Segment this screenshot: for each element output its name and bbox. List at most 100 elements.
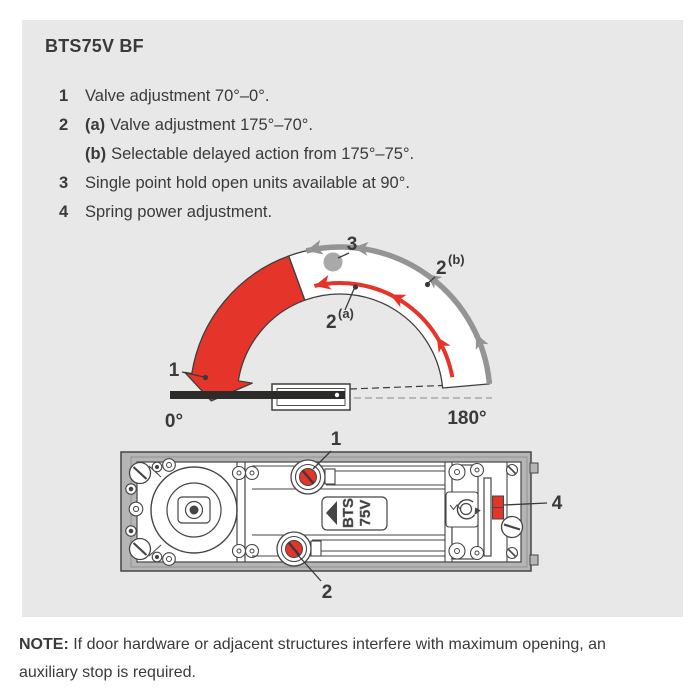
plate-text-size: 75V: [357, 500, 374, 527]
floor-spring-drawing: BTS 75V: [120, 429, 563, 603]
adjustment-list: 1 Valve adjustment 70°–0°. 2 (a)Valve ad…: [59, 82, 414, 227]
item-prefix: (a): [85, 116, 106, 134]
leader-2a: [344, 288, 355, 311]
screw-dot: [474, 467, 480, 473]
content-panel: BTS75V BF 1 Valve adjustment 70°–0°. 2 (…: [22, 20, 683, 617]
item-text: Spring power adjustment.: [85, 203, 273, 221]
nameplate: BTS 75V: [321, 496, 388, 531]
gray-arrowhead: [475, 333, 489, 351]
list-item: 1 Valve adjustment 70°–0°.: [59, 82, 414, 111]
screw-small: [469, 462, 485, 478]
screw-dot: [154, 464, 160, 470]
screw-slot: [503, 523, 521, 531]
list-item: (b)Selectable delayed action from 175°–7…: [59, 140, 414, 169]
hold-open-dot: [323, 252, 343, 272]
screw-dot: [166, 462, 172, 468]
center-divider: [231, 462, 260, 562]
screw-dot: [128, 486, 134, 492]
dorma-logo-icon: [326, 501, 337, 525]
valve-adjustment-arc: [313, 274, 455, 378]
arc-callout-3: 3: [347, 234, 358, 255]
list-item: 3 Single point hold open units available…: [59, 169, 414, 198]
arc-callout-2a-sup: (a): [338, 306, 354, 321]
gray-arrowhead: [426, 274, 443, 289]
mech-callout-4: 4: [552, 493, 563, 514]
item-text: Single point hold open units available a…: [85, 174, 410, 192]
valve-slot: [287, 541, 301, 557]
item-number: 3: [59, 174, 69, 192]
screw-slot: [507, 465, 517, 475]
gray-arrowhead: [353, 241, 369, 256]
valve-slot: [301, 469, 315, 485]
red-arrowhead: [436, 336, 451, 354]
swing-band-white-sector: [288, 246, 491, 389]
list-item: 4 Spring power adjustment.: [59, 198, 414, 227]
winding-hub: [459, 502, 473, 516]
red-arc-path: [313, 280, 455, 378]
item-number: 2: [59, 116, 69, 134]
valve-tab: [310, 540, 322, 557]
winding-arrowhead: [474, 507, 481, 515]
screw-slot: [132, 542, 148, 556]
leader-dot: [424, 281, 431, 288]
bracket-line: [148, 544, 162, 557]
spring-power-assembly: [444, 462, 524, 562]
screw-dot: [128, 528, 134, 534]
spindle-dot: [334, 392, 340, 398]
leader-4: [503, 502, 548, 506]
nameplate-frame: [321, 496, 388, 531]
screw-slot: [507, 548, 517, 558]
item-text: Valve adjustment 70°–0°.: [85, 87, 270, 105]
left-screws: [125, 458, 176, 566]
leader-1: [312, 450, 332, 470]
winding-arrow-arc: [456, 499, 476, 520]
leader-dot: [352, 284, 359, 290]
red-arrowhead: [390, 294, 407, 308]
screw-small: [448, 463, 466, 481]
arc-callout-2a: 2: [326, 312, 337, 333]
spindle-assembly: [150, 466, 238, 554]
note: NOTE: If door hardware or adjacent struc…: [19, 631, 667, 687]
page-title: BTS75V BF: [45, 36, 144, 56]
note-label: NOTE:: [19, 636, 69, 653]
arc-callout-2b-sup: (b): [448, 252, 465, 267]
screw-dot: [166, 556, 172, 562]
arc-callout-2b: 2: [436, 258, 447, 279]
valve-1: [290, 459, 336, 495]
screw-small: [448, 542, 466, 560]
mech-callout-1: 1: [331, 429, 342, 450]
screw-dot: [236, 470, 242, 476]
item-number: [59, 140, 85, 169]
case-tab-top: [529, 462, 539, 474]
red-arrowhead-end: [314, 274, 332, 290]
spring-symbol: [449, 504, 461, 511]
plate-text-model: BTS: [340, 498, 357, 528]
mech-callout-2: 2: [322, 582, 333, 603]
screw-dot: [249, 470, 255, 476]
gray-arrowhead-end: [306, 239, 324, 255]
screw-dot: [236, 548, 242, 554]
screw-dot: [249, 548, 255, 554]
delayed-action-arc: [305, 239, 493, 385]
case-tab-bottom: [529, 554, 539, 566]
item-prefix: (b): [85, 145, 107, 163]
list-item: 2 (a)Valve adjustment 175°–70°.: [59, 111, 414, 140]
valve-tab: [324, 468, 336, 485]
item-text: Selectable delayed action from 175°–75°.: [111, 145, 415, 163]
item-number: 4: [59, 203, 69, 221]
screw-dot: [454, 548, 460, 554]
spindle-center: [189, 505, 199, 515]
opening-angle-diagram: 1 2 (a) 2 (b) 3 0° 180°: [165, 234, 493, 432]
note-text: If door hardware or adjacent structures …: [19, 636, 606, 681]
screw-dot: [132, 505, 140, 513]
screw-dot: [474, 550, 480, 556]
top-cylinder: [252, 465, 445, 490]
item-text: Valve adjustment 175°–70°.: [110, 116, 313, 134]
leader-2: [296, 553, 322, 582]
screw-dot: [154, 554, 160, 560]
angle-label-closed: 0°: [165, 411, 183, 432]
leader-lines: [181, 252, 436, 378]
leader-1: [181, 371, 205, 378]
leader-dot: [202, 374, 209, 381]
